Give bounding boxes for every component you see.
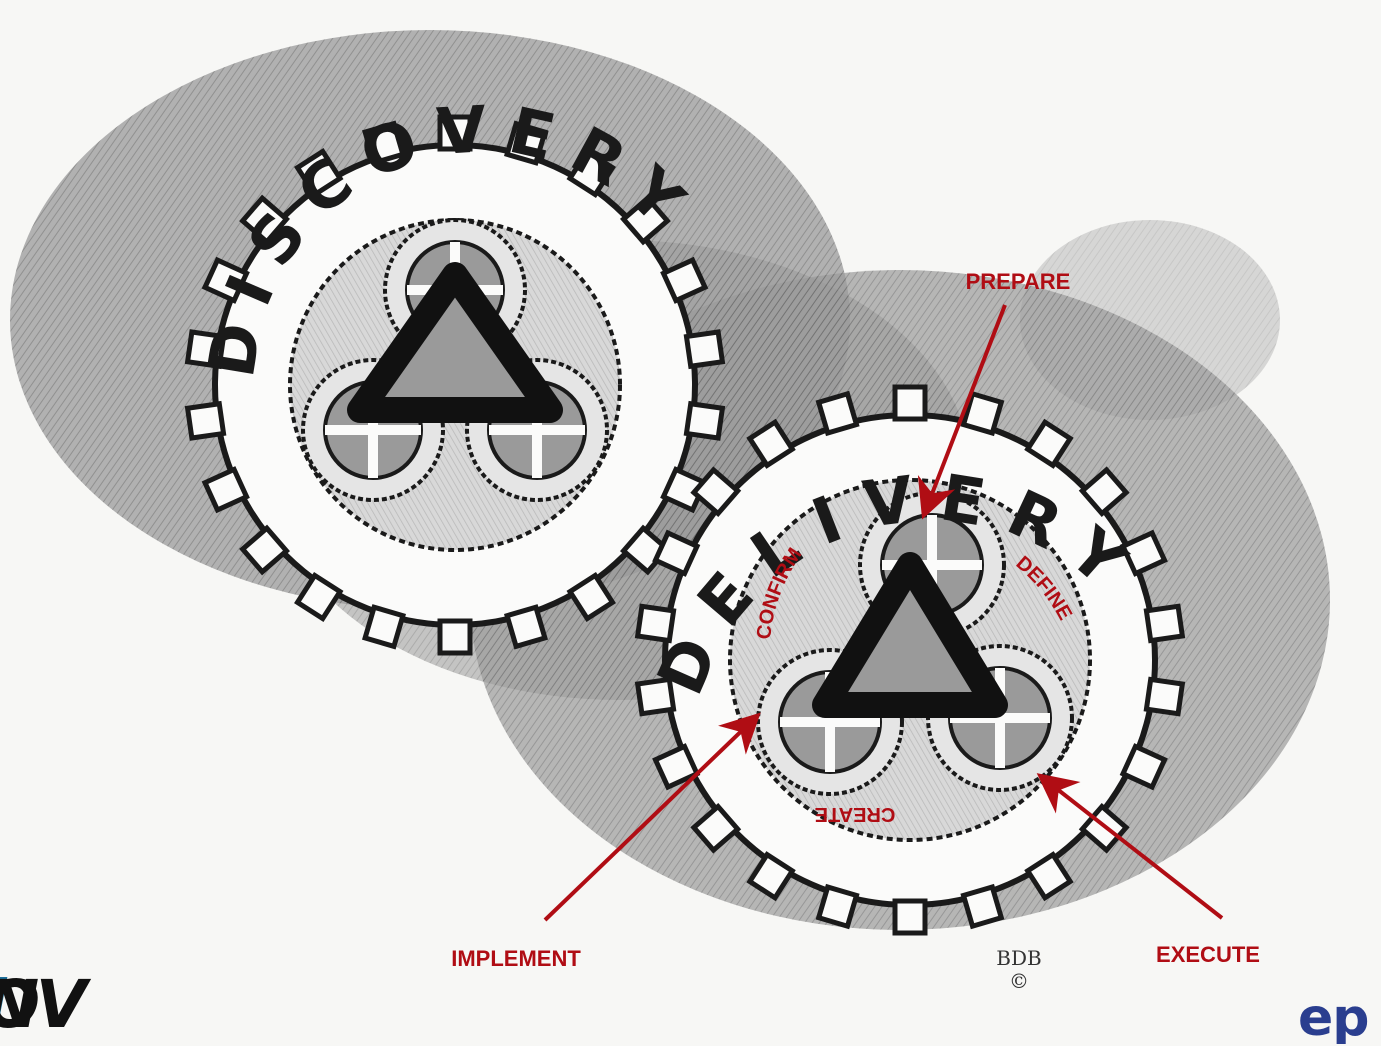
implement-label: IMPLEMENT bbox=[451, 946, 581, 971]
delivery-tooth bbox=[819, 887, 857, 926]
delivery-tooth bbox=[964, 887, 1002, 926]
discovery-tooth bbox=[188, 404, 224, 438]
create-label: CREATE bbox=[815, 803, 896, 825]
prepare-label: PREPARE bbox=[966, 269, 1071, 294]
ep-logo-text: ep bbox=[1298, 992, 1369, 1044]
delivery-tooth bbox=[1146, 606, 1182, 640]
discovery-tooth bbox=[686, 332, 722, 366]
ep-logo: ep bbox=[1298, 992, 1381, 1044]
discovery-tooth bbox=[507, 607, 545, 646]
delivery-tooth bbox=[1146, 679, 1182, 713]
execute-label: EXECUTE bbox=[1156, 942, 1260, 967]
artist-signature: BDB bbox=[996, 946, 1041, 970]
discovery-tooth bbox=[365, 607, 403, 646]
copyright-mark: © bbox=[1009, 969, 1029, 993]
ovin-logo: OViN° bbox=[0, 975, 160, 1035]
discovery-tooth bbox=[440, 621, 470, 653]
delivery-tooth bbox=[895, 901, 925, 933]
discovery-tooth bbox=[686, 404, 722, 438]
delivery-tooth bbox=[895, 387, 925, 419]
ovin-logo-end: N bbox=[0, 975, 37, 1035]
delivery-tooth bbox=[819, 394, 857, 433]
